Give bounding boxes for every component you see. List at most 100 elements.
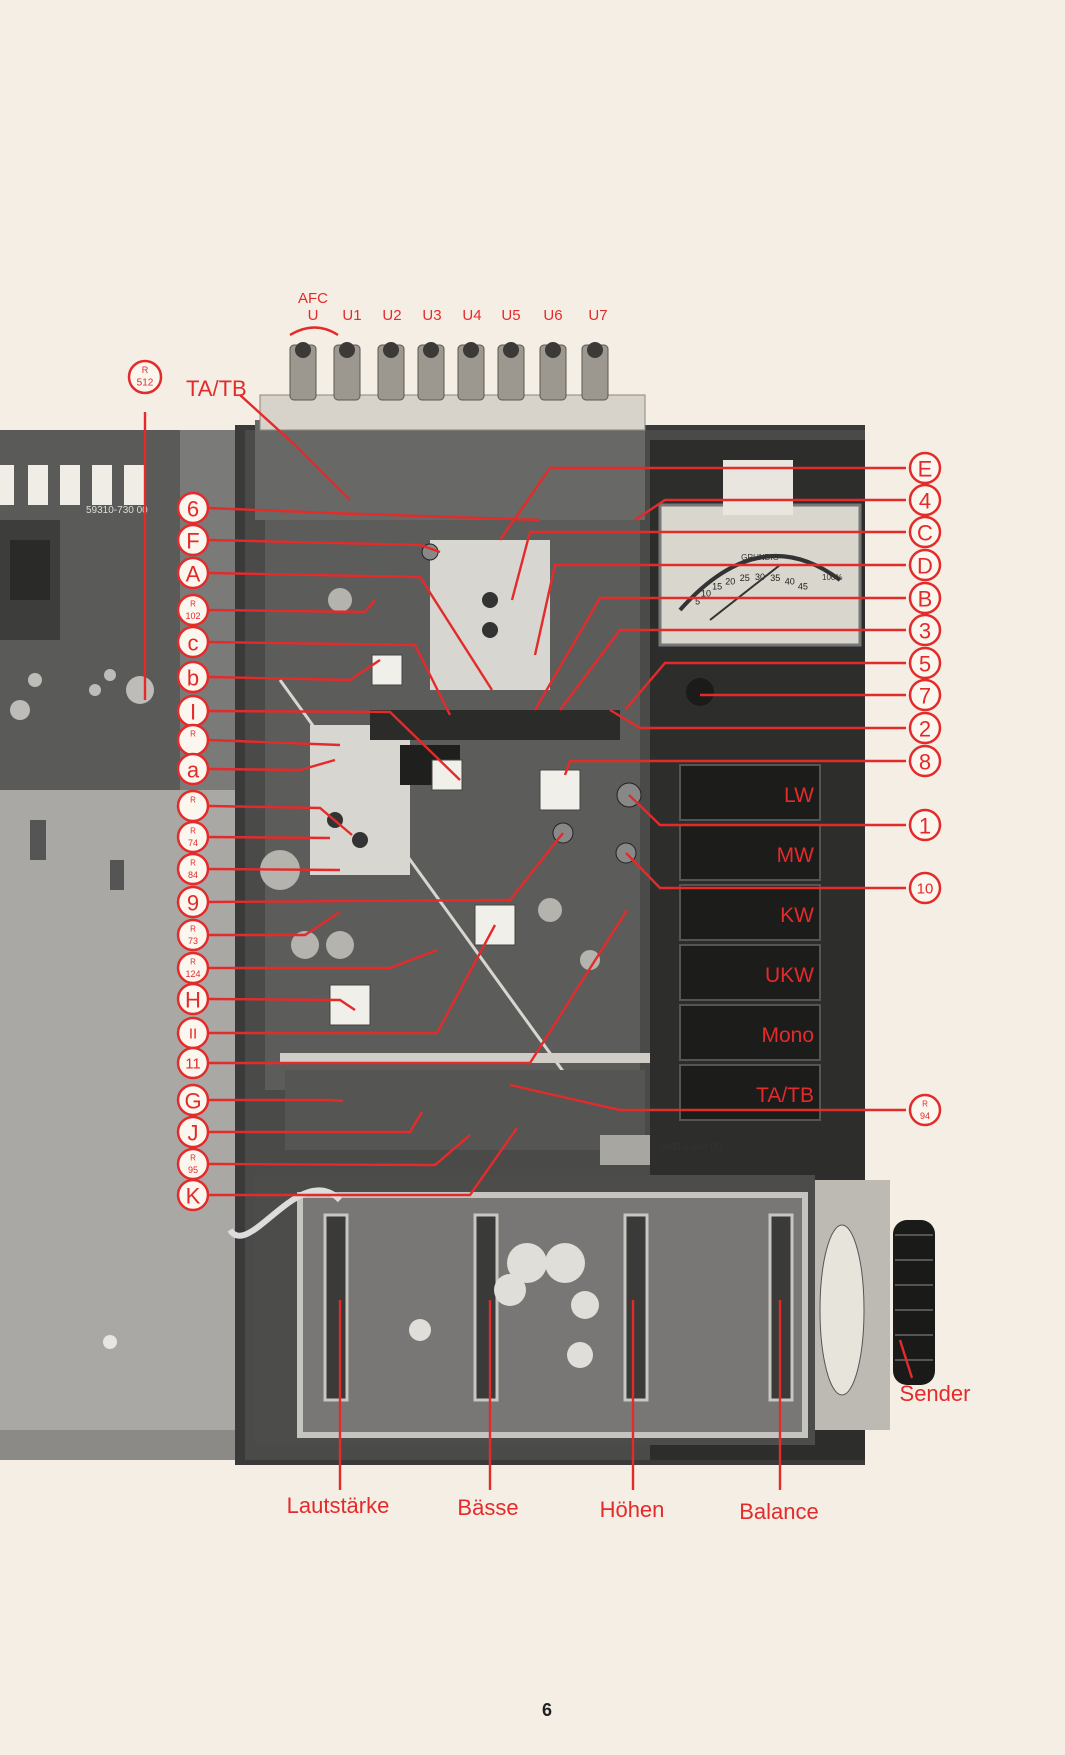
callout-text: b bbox=[187, 666, 199, 691]
callout-text: C bbox=[917, 521, 933, 546]
band-button-kw[interactable]: KW bbox=[679, 884, 821, 941]
meter-scale-tick: 10 bbox=[701, 588, 711, 598]
callout-letter-II: II bbox=[176, 1016, 210, 1050]
callout-resistor-num: 124 bbox=[185, 969, 200, 979]
callout-resistor-84: R84 bbox=[176, 852, 210, 886]
callout-resistor-124: R 124 bbox=[176, 951, 210, 985]
callout-resistor-r: R bbox=[190, 958, 196, 967]
socket-label: U3 bbox=[422, 307, 441, 324]
callout-text: H bbox=[185, 988, 201, 1013]
callout-text: 10 bbox=[917, 881, 934, 898]
callout-number-8: 8 bbox=[908, 744, 942, 778]
callout-text: D bbox=[917, 554, 933, 579]
band-button-label: TA/TB bbox=[756, 1084, 814, 1107]
band-button-label: MW bbox=[777, 844, 814, 867]
callout-text: 5 bbox=[919, 652, 931, 677]
callout-resistor-r: R bbox=[190, 600, 196, 609]
callout-number-7: 7 bbox=[908, 678, 942, 712]
band-button-label: LW bbox=[784, 784, 814, 807]
meter-scale-tick: 20 bbox=[725, 576, 735, 586]
band-button-label: UKW bbox=[765, 964, 814, 987]
callout-letter-b: b bbox=[176, 660, 210, 694]
callout-text: c bbox=[188, 631, 199, 656]
callout-letter-c: c bbox=[176, 625, 210, 659]
band-button-ta-tb[interactable]: TA/TB bbox=[679, 1064, 821, 1121]
callout-number-2: 2 bbox=[908, 711, 942, 745]
callout-letter-C: C bbox=[908, 515, 942, 549]
callout-resistor-r: R bbox=[190, 859, 196, 868]
callout-resistor-num: 102 bbox=[185, 611, 200, 621]
callout-resistor-r: R bbox=[190, 1154, 196, 1163]
afc-label: AFC bbox=[298, 290, 328, 307]
callout-number-6: 6 bbox=[176, 491, 210, 525]
meter-scale-tick: 15 bbox=[712, 581, 722, 591]
callout-number-3: 3 bbox=[908, 613, 942, 647]
socket-label: U1 bbox=[342, 307, 361, 324]
callout-letter-H: H bbox=[176, 982, 210, 1016]
band-button-ukw[interactable]: UKW bbox=[679, 944, 821, 1001]
callout-number-10: 10 bbox=[908, 871, 942, 905]
callout-letter-a: a bbox=[176, 752, 210, 786]
hoehen-label: Höhen bbox=[600, 1497, 665, 1522]
callout-letter-G: G bbox=[176, 1083, 210, 1117]
callout-letter-K: K bbox=[176, 1178, 210, 1212]
callout-resistor-num: 73 bbox=[188, 936, 198, 946]
callout-text: 6 bbox=[187, 497, 199, 522]
meter-scale-tick: 5 bbox=[695, 597, 700, 607]
callout-text: a bbox=[187, 758, 200, 783]
leader-lines bbox=[143, 326, 914, 1490]
band-button-label: Mono bbox=[761, 1024, 814, 1047]
board-code-left: 59310-730 00 bbox=[86, 505, 148, 516]
meter-scale-tick: 40 bbox=[785, 576, 795, 586]
band-button-lw[interactable]: LW bbox=[679, 764, 821, 821]
meter-scale-tick: 25 bbox=[740, 573, 750, 583]
callout-number-1: 1 bbox=[908, 808, 942, 842]
callout-resistor-73: R 73 bbox=[176, 918, 210, 952]
callout-text: 7 bbox=[919, 684, 931, 709]
svg-text:512: 512 bbox=[137, 378, 154, 389]
baesse-label: Bässe bbox=[457, 1495, 518, 1520]
callout-letter-F: F bbox=[176, 523, 210, 557]
socket-label: U7 bbox=[588, 307, 607, 324]
band-button-label: KW bbox=[780, 904, 814, 927]
callout-number-4: 4 bbox=[908, 483, 942, 517]
band-button-mono[interactable]: Mono bbox=[679, 1004, 821, 1061]
callout-text: 4 bbox=[919, 489, 931, 514]
callout-letter-A: A bbox=[176, 556, 210, 590]
band-button-mw[interactable]: MW bbox=[679, 824, 821, 881]
meter-scale-tick: 45 bbox=[798, 581, 808, 591]
callout-text: 8 bbox=[919, 750, 931, 775]
lautstaerke-label: Lautstärke bbox=[287, 1493, 390, 1518]
callout-text: A bbox=[186, 562, 201, 587]
callout-text: 9 bbox=[187, 891, 199, 916]
callout-number-5: 5 bbox=[908, 646, 942, 680]
callout-text: II bbox=[189, 1026, 197, 1043]
callout-text: K bbox=[186, 1184, 201, 1209]
callout-resistor-r: R bbox=[190, 796, 196, 805]
socket-label: U bbox=[308, 307, 319, 324]
callout-text: 2 bbox=[919, 717, 931, 742]
callout-text: G bbox=[184, 1089, 201, 1114]
sender-label: Sender bbox=[900, 1381, 971, 1406]
svg-text:R: R bbox=[142, 365, 149, 375]
callout-resistor-102: R 102 bbox=[176, 593, 210, 627]
socket-label: U5 bbox=[501, 307, 520, 324]
callout-resistor-r: R bbox=[190, 925, 196, 934]
callout-letter-E: E bbox=[908, 451, 942, 485]
callout-resistor-r: R bbox=[190, 730, 196, 739]
callout-number-11: 11 bbox=[176, 1046, 210, 1080]
callout-text: B bbox=[918, 587, 933, 612]
callout-resistor-74: R74 bbox=[176, 820, 210, 854]
socket-label: U2 bbox=[382, 307, 401, 324]
callout-letter-I: I bbox=[176, 694, 210, 728]
balance-label: Balance bbox=[739, 1499, 819, 1524]
callout-text: 3 bbox=[919, 619, 931, 644]
callout-number-9: 9 bbox=[176, 885, 210, 919]
meter-scale-tick: 35 bbox=[770, 573, 780, 583]
callout-resistor-r: R bbox=[176, 789, 210, 823]
